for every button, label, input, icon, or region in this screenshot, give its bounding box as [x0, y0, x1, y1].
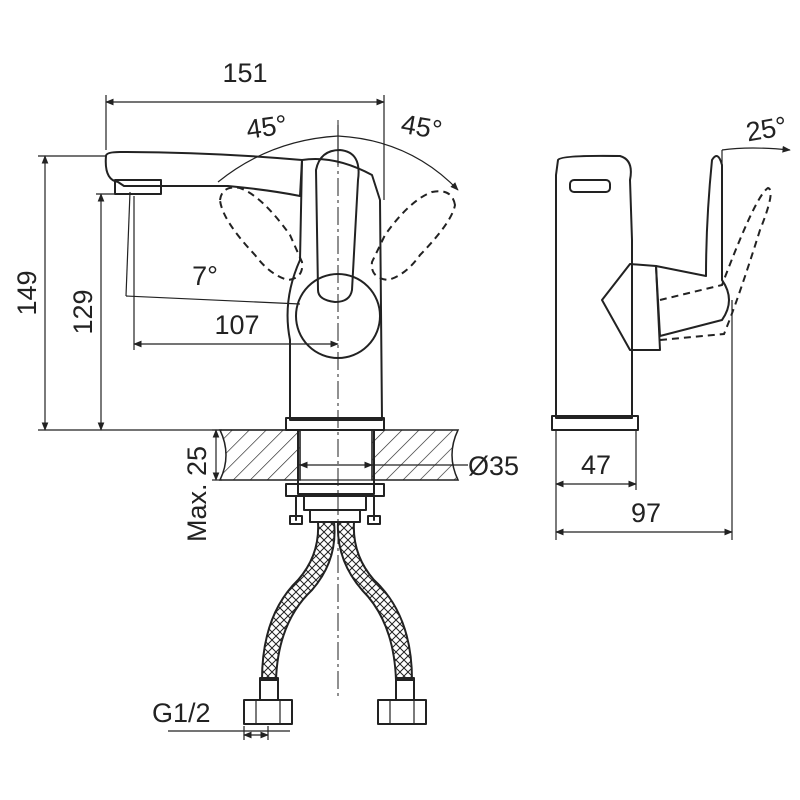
faucet-body	[286, 158, 383, 421]
side-body	[555, 154, 633, 419]
dim-thread-size: G1/2	[152, 698, 211, 728]
hose-left	[260, 521, 336, 681]
dim-overall-depth: 97	[631, 498, 661, 528]
dim-spout-height: 129	[68, 289, 98, 334]
angle-arc-left	[217, 135, 339, 183]
side-view: 25°	[551, 111, 791, 431]
dim-left-angle: 45°	[244, 109, 289, 144]
angle-arc-right	[337, 135, 459, 191]
braided-hoses	[243, 521, 427, 725]
side-handle-upright	[655, 155, 730, 337]
dim-max-deck-thickness: Max. 25	[182, 446, 212, 542]
dim-overall-height: 149	[12, 270, 42, 315]
mounting-hardware	[285, 483, 385, 525]
front-view	[104, 120, 459, 700]
dim-side-handle-angle: 25°	[744, 111, 789, 148]
handle-right-position	[370, 190, 457, 282]
side-aerator	[569, 179, 611, 193]
handle-upright	[315, 149, 360, 303]
front-dimensions: 151 45° 45° 7° 107 149 129 Max. 25 Ø35	[12, 58, 519, 740]
dim-right-angle: 45°	[399, 109, 444, 146]
deck-section	[218, 429, 468, 495]
dim-overall-length: 151	[222, 58, 267, 88]
hose-right	[336, 521, 414, 681]
dim-mounting-hole-diameter: Ø35	[468, 451, 519, 481]
handle-left-position	[218, 186, 304, 282]
fitting-right	[377, 699, 427, 725]
side-base-ring	[551, 415, 639, 431]
fitting-left	[243, 699, 293, 725]
dim-base-depth: 47	[581, 450, 611, 480]
dim-spout-reach: 107	[214, 310, 259, 340]
mounting-shank	[297, 429, 375, 495]
aerator	[114, 179, 162, 195]
side-dimensions: 47 97	[555, 300, 733, 540]
dim-spout-tilt-angle: 7°	[192, 261, 218, 291]
spout-outline	[104, 151, 303, 197]
side-handle-tilted	[659, 186, 772, 341]
